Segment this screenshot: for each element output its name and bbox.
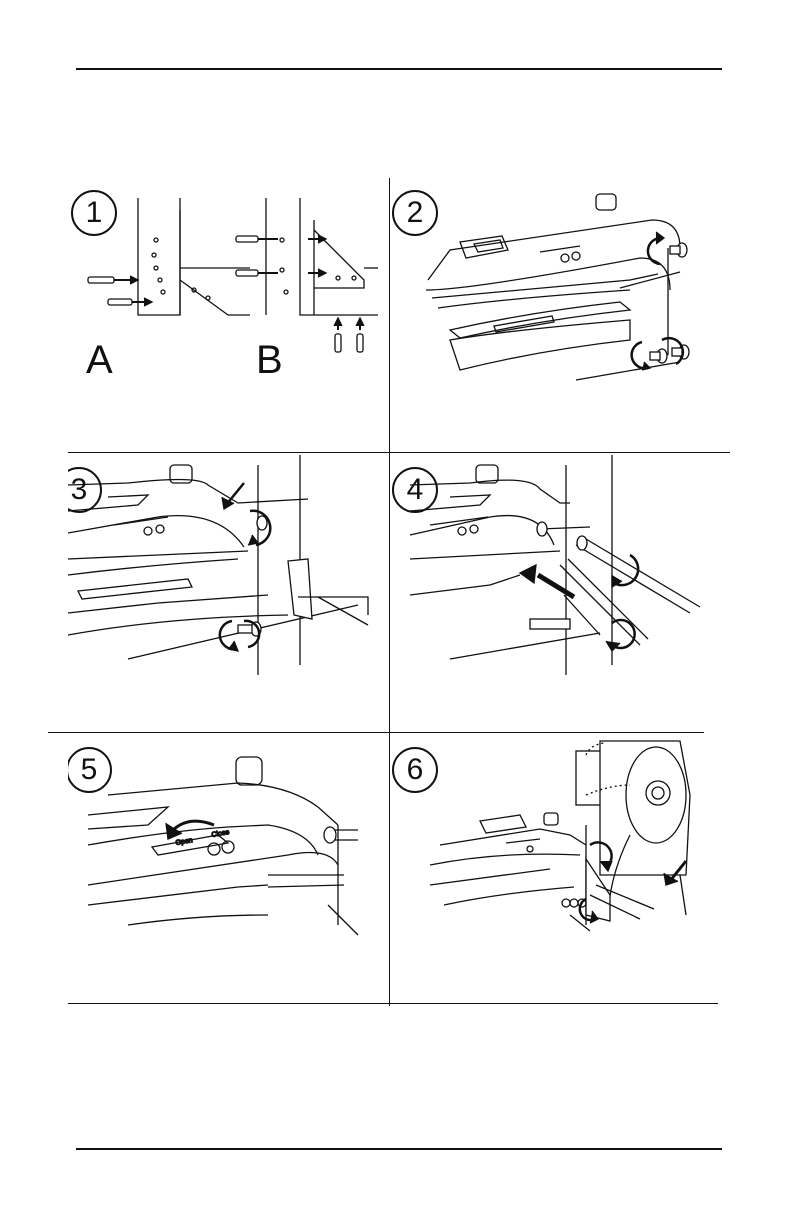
- step-1-illustration: [68, 180, 386, 450]
- grid-bottom-divider: [68, 1003, 718, 1004]
- step-6-illustration: [390, 735, 720, 1000]
- grid-row1-divider: [68, 452, 730, 453]
- lever-label-close: Close: [211, 829, 230, 839]
- step-5-panel: 5 Open Close: [68, 735, 386, 1000]
- step-3-panel: 3: [68, 455, 386, 730]
- footer-rule: [76, 1148, 722, 1150]
- step-1-label-a: A: [86, 340, 113, 380]
- step-2-illustration: [390, 180, 710, 450]
- step-1-label-b: B: [256, 340, 283, 380]
- step-1-panel: 1: [68, 180, 386, 450]
- step-6-panel: 6: [390, 735, 720, 1000]
- header-rule: [76, 68, 722, 70]
- step-3-illustration: [68, 455, 386, 730]
- step-5-illustration: Open Close: [68, 735, 386, 1000]
- grid-row2-divider: [48, 732, 704, 733]
- step-4-illustration: [390, 455, 720, 730]
- step-4-panel: 4: [390, 455, 720, 730]
- step-2-panel: 2: [390, 180, 710, 450]
